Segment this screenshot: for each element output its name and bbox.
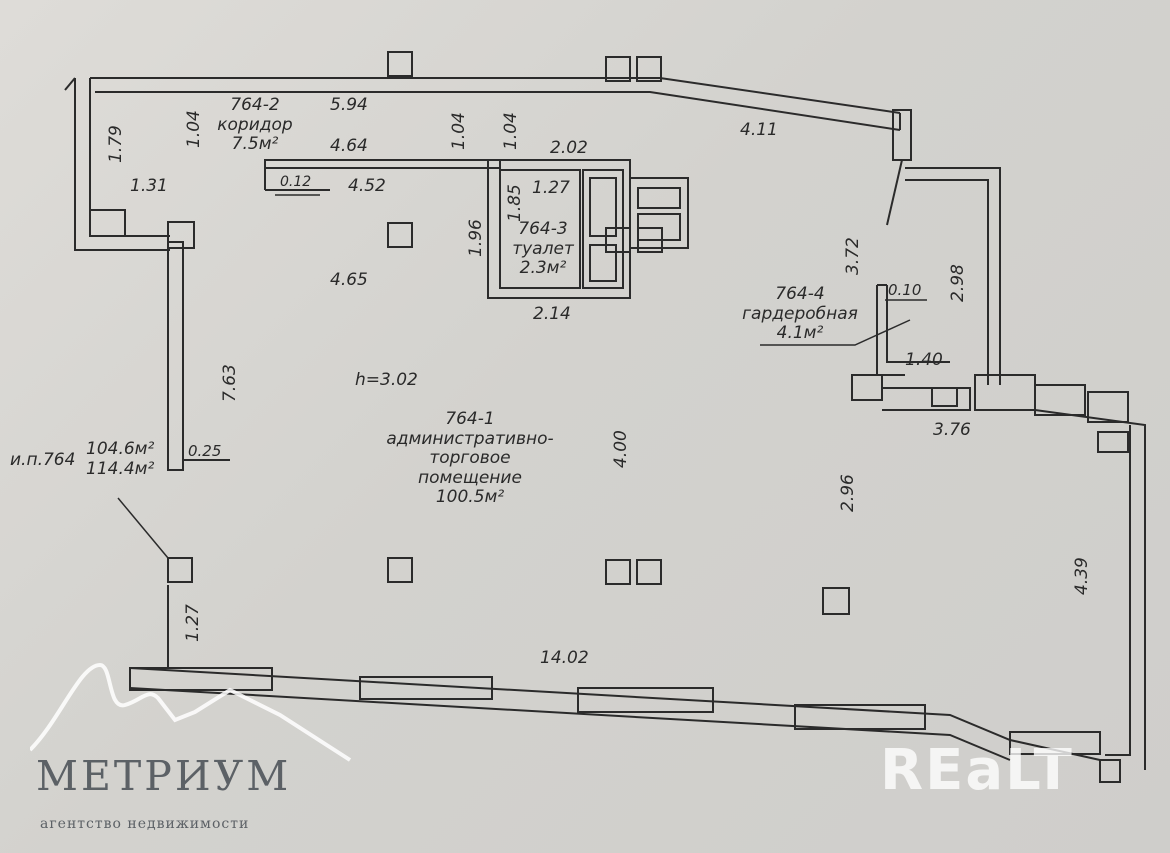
room-number: 764-4 — [775, 284, 825, 304]
room-area: 2.3м² — [519, 258, 567, 279]
column — [605, 56, 631, 82]
room-label-main: 764-1 административно- торговое помещени… — [386, 409, 554, 508]
dimension: 5.94 — [330, 95, 368, 115]
dimension: 1.79 — [106, 125, 126, 163]
column — [167, 557, 193, 583]
dimension: 1.27 — [183, 604, 203, 642]
room-area: 100.5м² — [435, 487, 505, 508]
outer-wall-left — [74, 78, 170, 251]
column — [637, 227, 663, 253]
outer-wall-right — [1034, 409, 1146, 770]
dimension: 1.40 — [905, 350, 943, 370]
room-name: помещение — [418, 467, 522, 488]
brand-tagline: агентство недвижимости — [40, 816, 250, 832]
dimension: 7.63 — [220, 364, 240, 402]
dimension: 2.14 — [533, 304, 571, 324]
dimension: 1.04 — [184, 110, 204, 148]
room-area: 7.5м² — [231, 134, 279, 155]
room-name: туалет — [512, 238, 574, 259]
column — [822, 587, 850, 615]
room-name: гардеробная — [742, 303, 858, 324]
column — [167, 221, 195, 249]
room-number: 764-2 — [230, 95, 280, 115]
room-label-corridor: 764-2 коридор 7.5м² — [217, 95, 293, 155]
ceiling-height: h=3.02 — [355, 370, 418, 390]
room-number: 764-1 — [445, 409, 495, 429]
dimension: 4.39 — [1072, 557, 1092, 595]
dimension: 4.00 — [611, 430, 631, 468]
unit-areas: 104.6м² 114.4м² — [86, 439, 155, 479]
dimension: 1.31 — [130, 176, 168, 196]
dimension: 4.52 — [348, 176, 386, 196]
dimension: 4.65 — [330, 270, 368, 290]
dimension: 1.85 — [505, 184, 525, 222]
dimension: 1.27 — [532, 178, 570, 198]
dimension: 1.96 — [466, 219, 486, 257]
dimension: 1.04 — [501, 112, 521, 150]
wardrobe-walls — [905, 167, 1001, 385]
dimension: 2.02 — [550, 138, 588, 158]
room-label-toilet: 764-3 туалет 2.3м² — [512, 219, 574, 279]
column — [387, 557, 413, 583]
room-area: 4.1м² — [776, 323, 824, 344]
right-column — [892, 109, 912, 161]
room-number: 764-3 — [518, 219, 568, 239]
unit-area-2: 114.4м² — [86, 458, 155, 479]
realt-watermark: REaLT — [880, 738, 1074, 803]
metrium-logo-mark — [30, 662, 352, 762]
unit-area-1: 104.6м² — [86, 439, 155, 459]
dimension: 0.10 — [888, 281, 922, 299]
room-name: административно- — [386, 428, 554, 449]
brand-name: МЕТРИУМ — [36, 752, 292, 800]
dimension: 3.72 — [843, 237, 863, 275]
room-name: коридор — [217, 114, 293, 135]
dimension: 0.12 — [280, 174, 312, 190]
dimension: 2.98 — [948, 264, 968, 302]
outer-wall-top — [90, 77, 901, 114]
room-label-wardrobe: 764-4 гардеробная 4.1м² — [742, 284, 858, 344]
column — [387, 51, 413, 77]
column — [636, 559, 662, 585]
dimension: 4.11 — [740, 120, 778, 140]
column — [605, 559, 631, 585]
unit-label: и.п.764 — [10, 450, 76, 470]
dimension: 3.76 — [933, 420, 971, 440]
outer-wall-bottom — [129, 667, 1101, 761]
corridor-partition — [264, 159, 501, 169]
dimension: 2.96 — [838, 474, 858, 512]
dimension: 0.25 — [188, 442, 222, 460]
partition-left — [167, 241, 184, 471]
column — [605, 227, 631, 253]
dimension: 14.02 — [540, 648, 589, 668]
column — [387, 222, 413, 248]
dimension: 4.64 — [330, 136, 368, 156]
dimension: 1.04 — [449, 112, 469, 150]
outer-wall-top-inner — [95, 91, 901, 131]
column — [636, 56, 662, 82]
room-name: торговое — [429, 448, 511, 469]
